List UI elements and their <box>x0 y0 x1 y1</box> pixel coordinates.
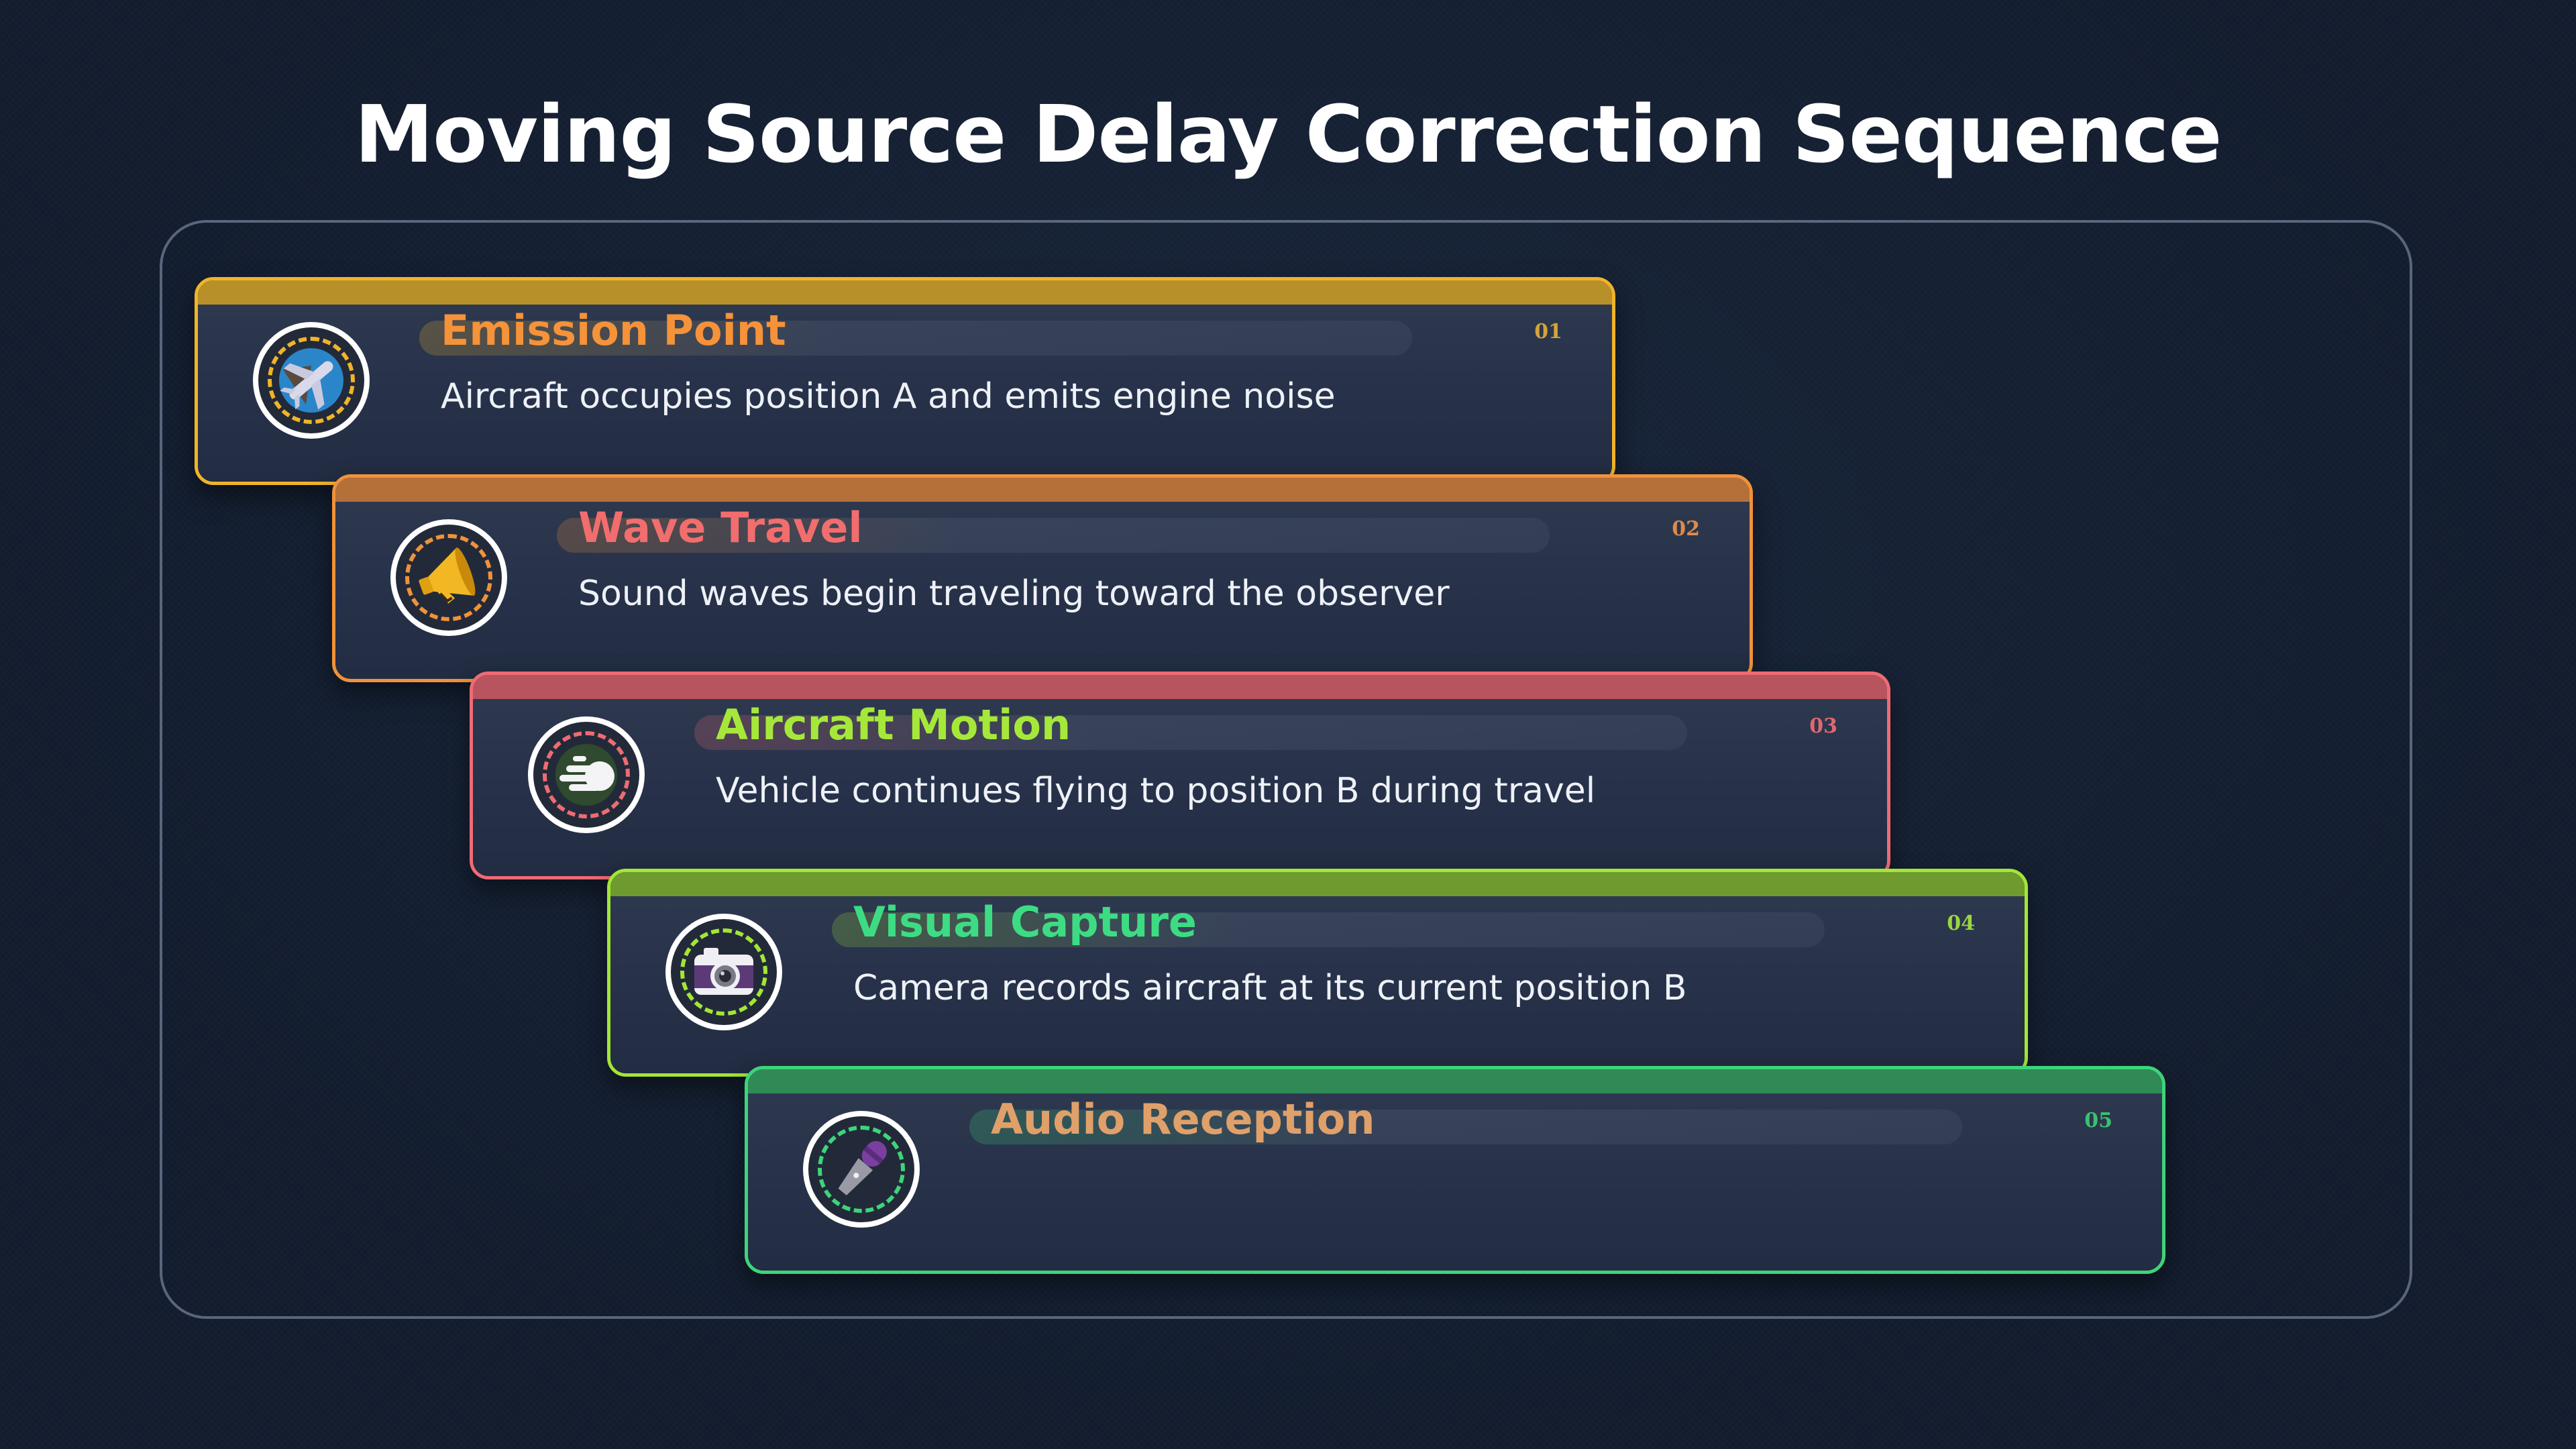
comet-icon <box>555 744 617 806</box>
step-icon-badge <box>803 1111 920 1228</box>
step-description: Vehicle continues flying to position B d… <box>716 771 1596 811</box>
card-header-bar <box>198 280 1612 305</box>
microphone-icon <box>838 1140 887 1195</box>
step-icon-badge <box>528 716 645 833</box>
step-card-visual-capture: Visual Capture Camera records aircraft a… <box>607 869 2028 1077</box>
step-title: Emission Point <box>441 306 786 355</box>
sequence-frame <box>160 220 2412 1319</box>
card-header-bar <box>473 675 1887 699</box>
megaphone-icon <box>419 547 476 604</box>
step-card-wave-travel: Wave Travel Sound waves begin traveling … <box>332 474 1753 682</box>
step-title: Audio Reception <box>991 1095 1375 1144</box>
card-header-bar <box>335 478 1750 502</box>
step-title: Aircraft Motion <box>716 700 1071 749</box>
step-description: Aircraft occupies position A and emits e… <box>441 376 1336 417</box>
step-icon-badge <box>390 519 507 636</box>
step-title: Wave Travel <box>578 503 863 552</box>
step-number: 04 <box>1947 912 1975 935</box>
step-description: Sound waves begin traveling toward the o… <box>578 574 1450 614</box>
card-header-bar <box>748 1069 2162 1093</box>
camera-icon <box>694 948 753 995</box>
step-icon-badge <box>665 914 782 1030</box>
step-title: Visual Capture <box>853 898 1197 947</box>
step-card-aircraft-motion: Aircraft Motion Vehicle continues flying… <box>470 672 1890 879</box>
page-title: Moving Source Delay Correction Sequence <box>354 88 2222 180</box>
step-description: Camera records aircraft at its current p… <box>853 968 1687 1008</box>
step-number: 05 <box>2084 1109 2112 1132</box>
card-header-bar <box>610 872 2025 896</box>
step-number: 02 <box>1672 517 1700 541</box>
step-card-emission-point: Emission Point Aircraft occupies positio… <box>195 277 1615 485</box>
step-number: 03 <box>1809 714 1837 738</box>
airplane-icon <box>279 348 343 413</box>
step-card-audio-reception: Audio Reception 05 <box>745 1066 2165 1274</box>
step-icon-badge <box>253 322 370 439</box>
step-number: 01 <box>1534 320 1562 343</box>
